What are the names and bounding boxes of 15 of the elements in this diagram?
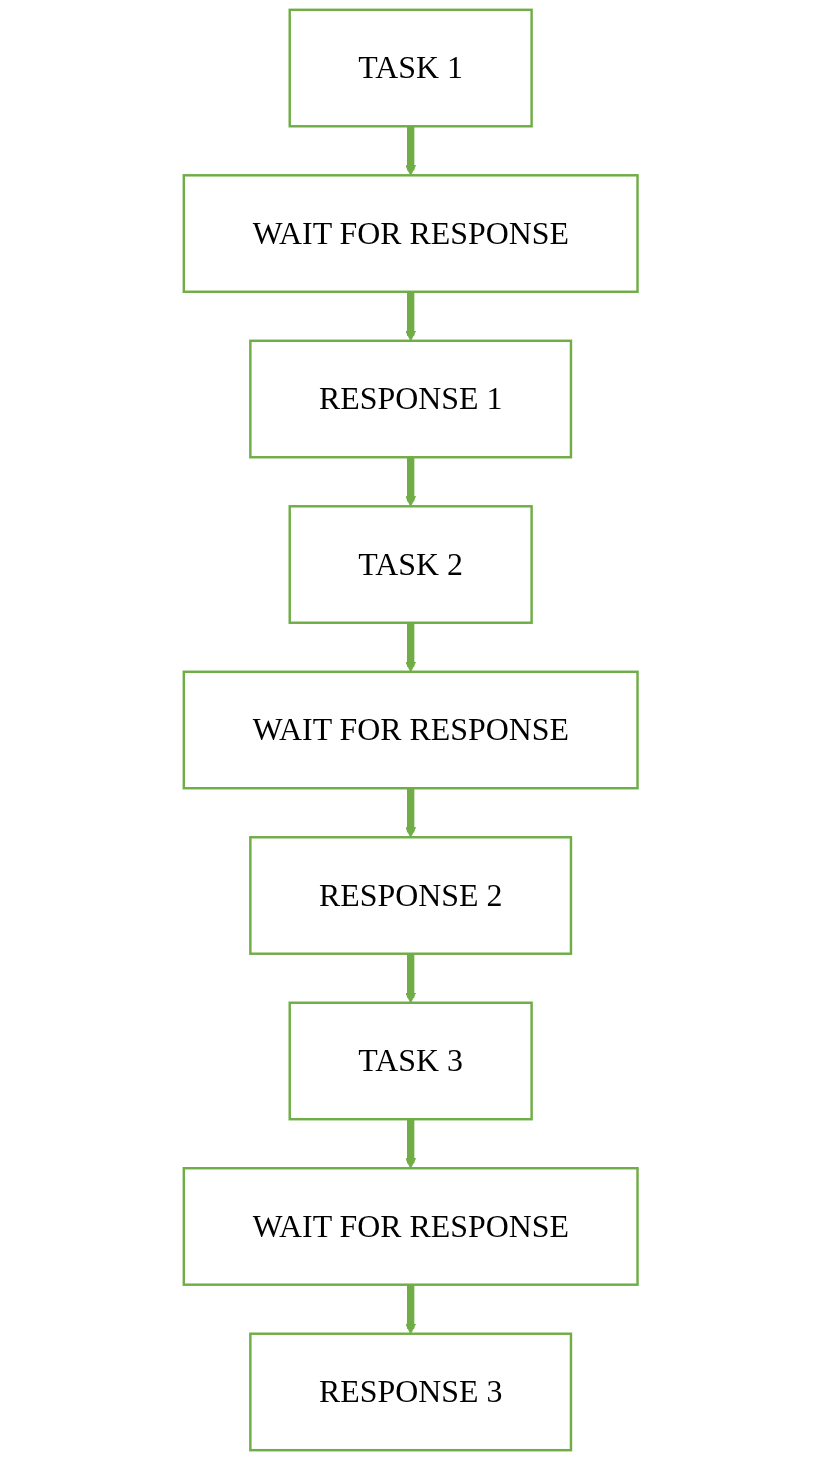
node-box: TASK 3 [288, 1001, 534, 1121]
node-box: RESPONSE 3 [249, 1332, 573, 1452]
arrow [405, 953, 417, 1004]
arrow [405, 788, 417, 838]
arrow [405, 126, 417, 176]
node-box: TASK 2 [288, 505, 534, 624]
arrow [405, 1284, 417, 1335]
arrow [405, 1119, 417, 1169]
node-box: WAIT FOR RESPONSE [182, 670, 640, 790]
arrow [405, 457, 417, 507]
node-box: WAIT FOR RESPONSE [182, 174, 640, 293]
node-box: RESPONSE 1 [249, 339, 573, 459]
node-box: TASK 1 [288, 8, 534, 128]
node-box: WAIT FOR RESPONSE [182, 1167, 640, 1286]
node-box: RESPONSE 2 [249, 836, 573, 955]
